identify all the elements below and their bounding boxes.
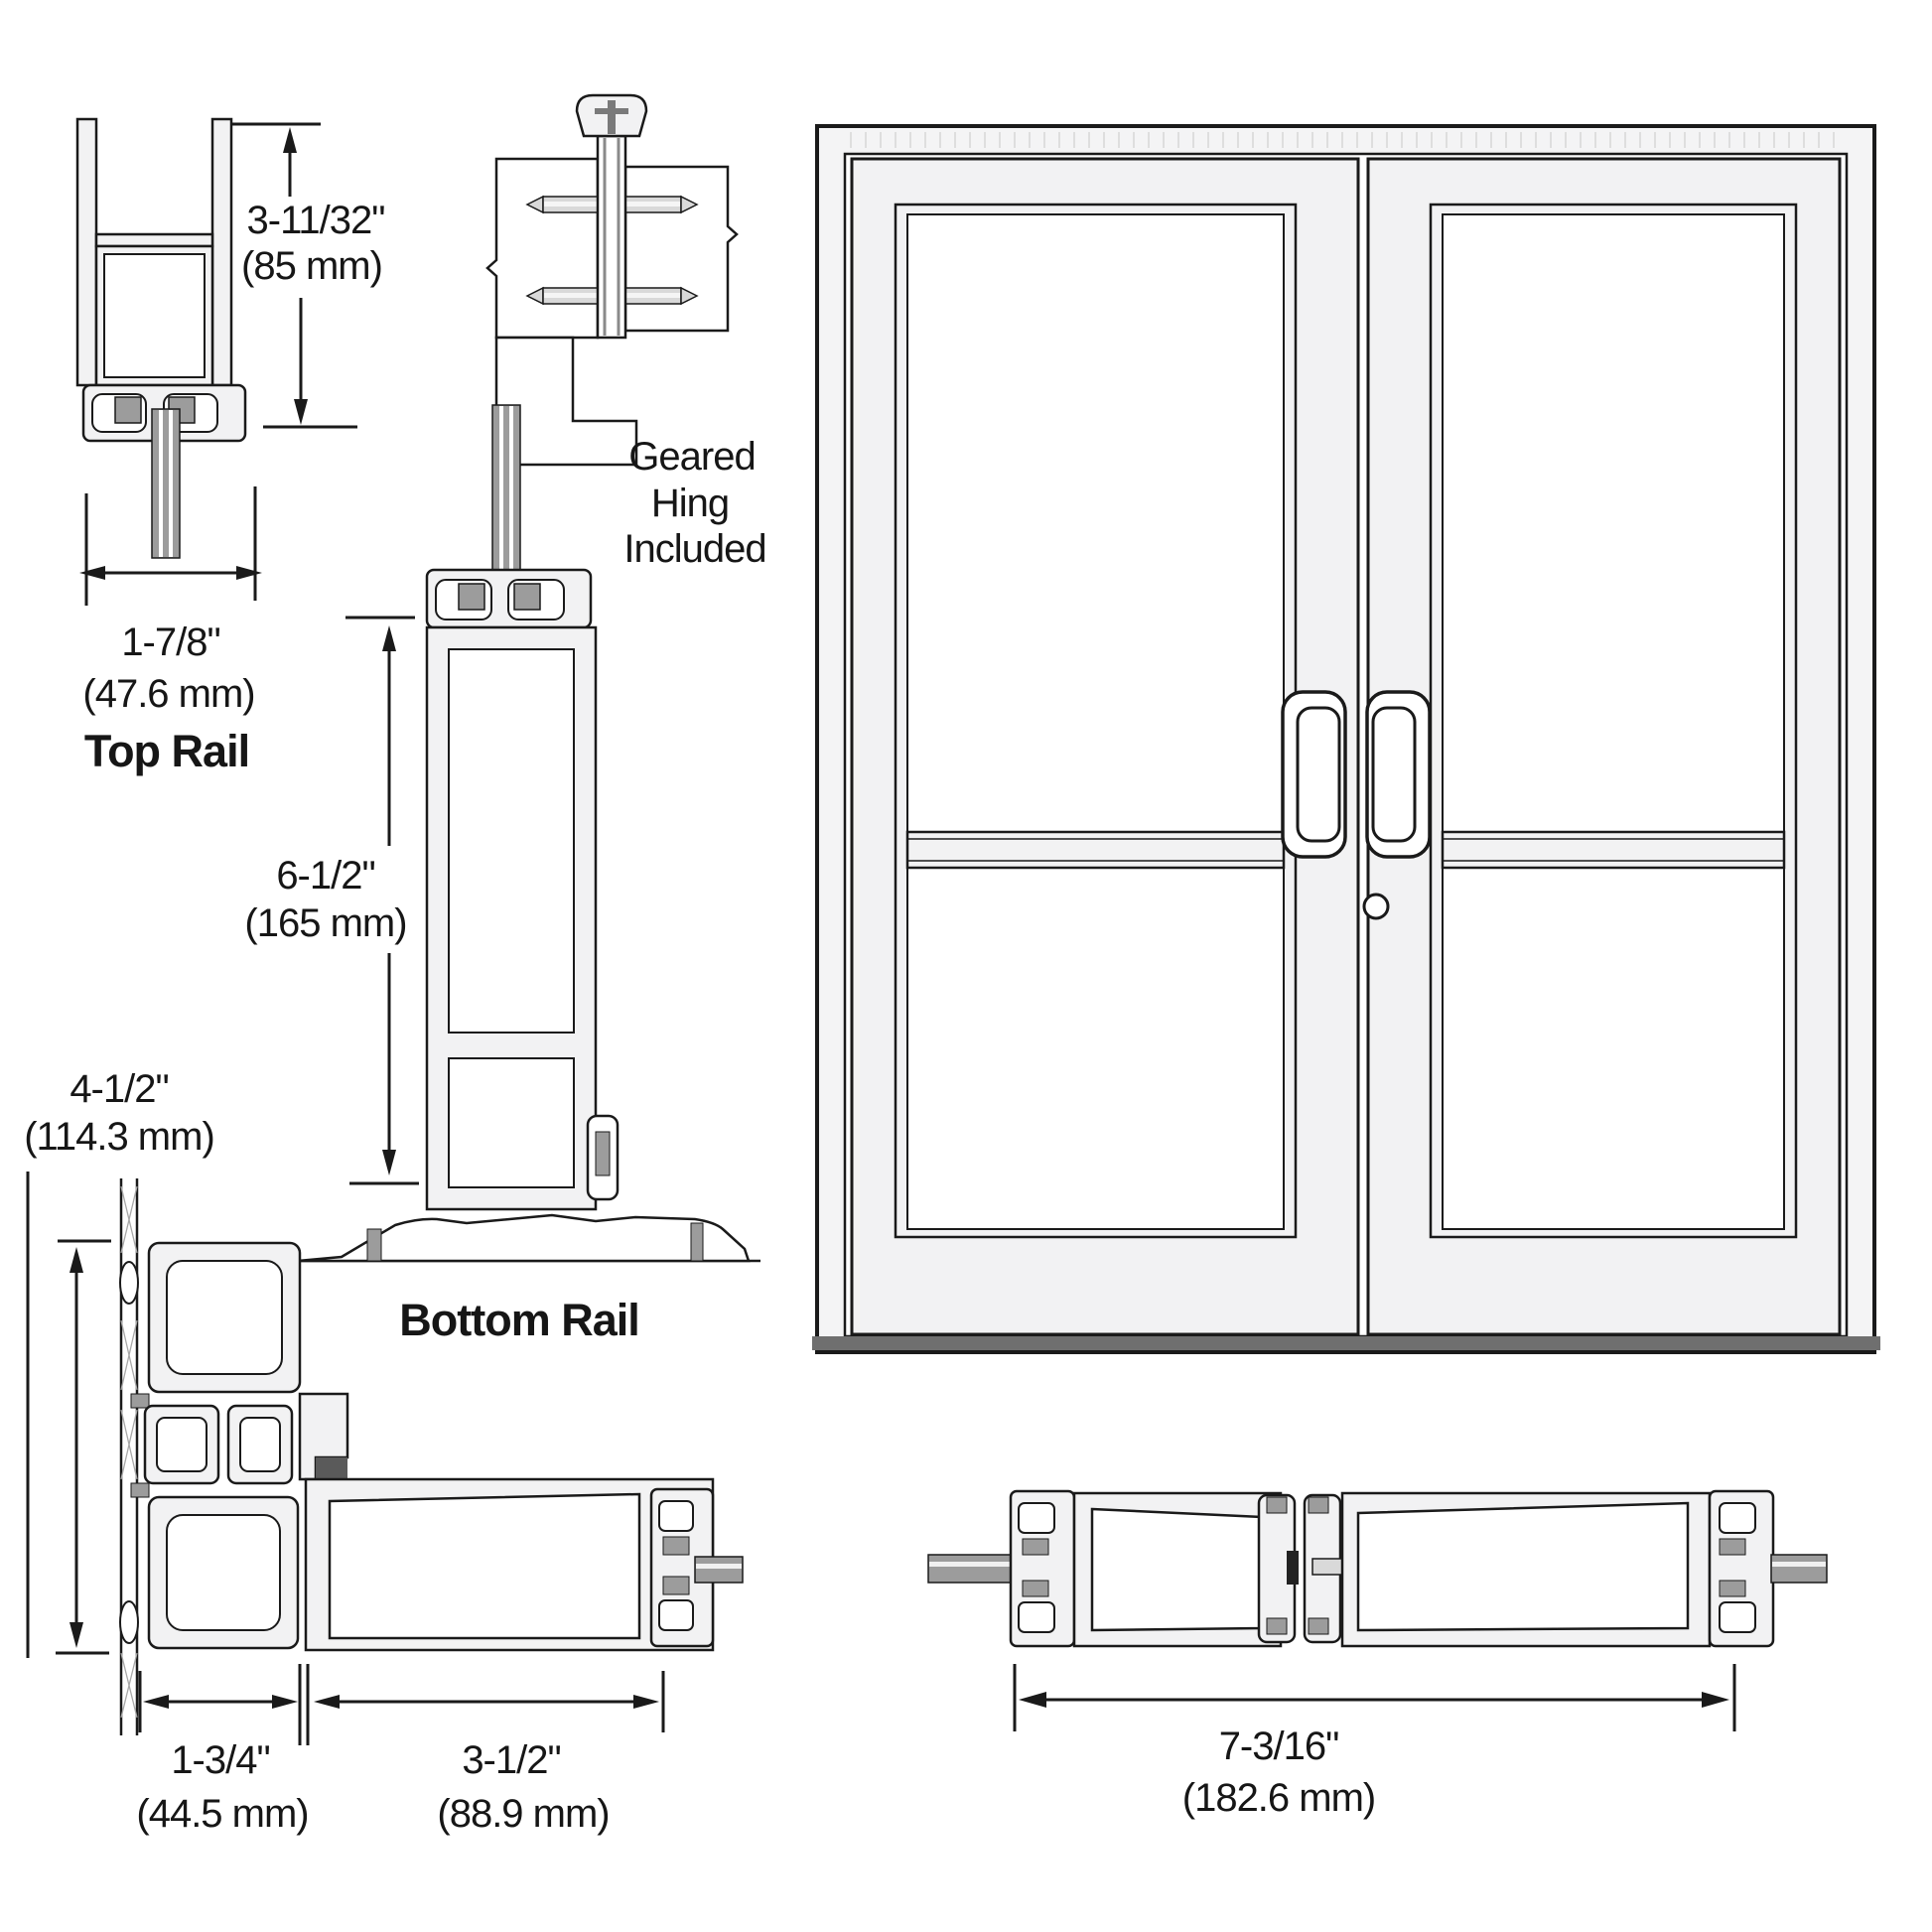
double-door-elevation [812, 124, 1880, 1354]
hinge-caption-line3: Included [623, 527, 765, 571]
jamb-width-dimension: 1-3/4" (44.5 mm) [136, 1664, 310, 1836]
latch-bolt [1287, 1551, 1299, 1585]
bottom-rail-caption: Bottom Rail [399, 1295, 639, 1345]
top-rail-height-dimension: 3-11/32" (85 mm) [231, 122, 385, 429]
meeting-stile-lock-detail [1257, 1493, 1352, 1644]
top-rail-height-mm: (85 mm) [241, 244, 382, 288]
bottom-rail-height-mm: (165 mm) [244, 901, 406, 945]
frame-depth-mm: (114.3 mm) [24, 1115, 214, 1159]
threshold [812, 1336, 1880, 1350]
threshold-ramp [288, 1213, 760, 1263]
right-door-leaf [1366, 157, 1842, 1336]
right-door-mid-rail [1441, 830, 1786, 870]
jamb-corner-section-drawing: 4-1/2" (114.3 mm) [24, 1067, 744, 1836]
right-door-pull-handle [1365, 690, 1432, 859]
hinge-screws [525, 195, 699, 306]
bottom-rail-height-in: 6-1/2" [276, 854, 374, 897]
top-rail-width-dimension: 1-7/8" (47.6 mm) [79, 486, 262, 716]
jamb-width-in: 1-3/4" [171, 1738, 269, 1782]
glass-stub [491, 404, 521, 585]
jamb-width-mm: (44.5 mm) [136, 1792, 308, 1836]
left-door-mid-rail [905, 830, 1286, 870]
top-rail-width-in: 1-7/8" [121, 621, 219, 664]
door-pair-section-drawing: 7-3/16" (182.6 mm) [927, 1489, 1828, 1820]
bottom-rail-height-dimension: 6-1/2" (165 mm) [244, 616, 419, 1185]
top-rail-section-drawing: 3-11/32" (85 mm) 1-7/8" (47.6 mm) Top Ra… [75, 117, 385, 776]
door-pair-width-mm: (182.6 mm) [1182, 1776, 1376, 1820]
hinge-caption-line2: Hing [651, 482, 729, 525]
sill-section [304, 1477, 744, 1652]
left-door-leaf [850, 157, 1360, 1336]
top-rail-height-in: 3-11/32" [247, 199, 385, 242]
stile-width-dimension: 3-1/2" (88.9 mm) [314, 1671, 665, 1836]
glass-stub [151, 408, 181, 559]
door-pair-width-in: 7-3/16" [1219, 1725, 1339, 1768]
left-door-pull-handle [1281, 690, 1347, 859]
door-pair-width-dimension: 7-3/16" (182.6 mm) [1013, 1664, 1736, 1820]
hinge-caption: Geared Hing Included [623, 435, 766, 571]
hinge-caption-line1: Geared [628, 435, 755, 479]
stile-width-mm: (88.9 mm) [437, 1792, 609, 1836]
frame-depth-dimension [26, 1172, 111, 1658]
top-rail-caption: Top Rail [84, 726, 249, 776]
top-rail-width-mm: (47.6 mm) [82, 672, 254, 716]
glass-plane [119, 1178, 139, 1735]
stile-width-in: 3-1/2" [462, 1738, 560, 1782]
frame-depth-in: 4-1/2" [69, 1067, 168, 1111]
cylinder-lock [1362, 893, 1390, 920]
bottom-rail-section-drawing: 6-1/2" (165 mm) Bottom Rail [244, 404, 760, 1345]
geared-hinge-drawing: Geared Hing Included [485, 93, 767, 571]
